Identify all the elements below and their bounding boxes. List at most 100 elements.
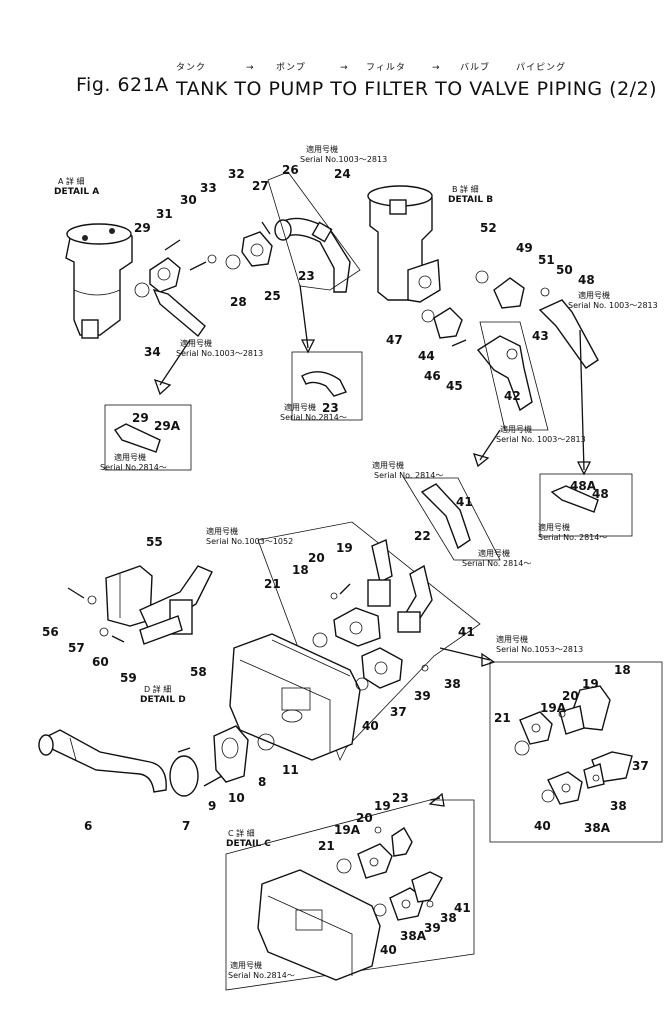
pipe-6 [38,729,167,793]
callout-20c: 20 [356,811,373,825]
oring-34 [134,282,150,298]
hose-23-c [391,827,413,857]
hose-22 [367,539,393,607]
callout-25: 25 [264,289,281,303]
callout-37b: 37 [632,759,649,773]
callout-41c: 41 [454,901,471,915]
serial-10-jp: 適用号機 [206,527,238,536]
oring-52 [475,270,489,284]
callout-40c: 40 [380,943,397,957]
callout-48: 48 [578,273,595,287]
box-a-23 [291,351,363,421]
callout-52: 52 [480,221,497,235]
serial-12: Serial No.2814～ [228,971,295,980]
filter-body-b [367,185,441,303]
flange-25 [241,221,273,267]
callout-49: 49 [516,241,533,255]
bolt-9-10 [203,775,223,787]
callout-11: 11 [282,763,299,777]
callout-23b: 23 [322,401,339,415]
serial-2-jp: 適用号機 [180,339,212,348]
callout-8: 8 [258,775,267,789]
title-kana-8: パイピング [516,63,567,73]
callout-21c: 21 [318,839,335,853]
leader-a [159,339,191,386]
callout-10: 10 [228,791,245,805]
callout-47: 47 [386,333,403,347]
title-kana-5: フィルタ [366,63,406,73]
box-right [489,661,663,843]
serial-4: Serial No.2814～ [100,463,167,472]
callout-29b: 29 [132,411,149,425]
callout-48A: 48A [570,479,596,493]
leader-a2 [299,284,309,349]
pipe-29 [152,288,206,338]
oring-21-c [336,858,352,874]
flange-49-51 [493,277,550,309]
figure-number: Fig. 621A [76,74,169,96]
flange-44-46 [433,307,467,347]
serial-7: Serial No. 2814～ [374,471,444,480]
title-kana-1: タンク [176,63,207,73]
bolt-38-c [426,900,434,908]
title-kana-7: バルブ [460,63,491,73]
callout-44: 44 [418,349,435,363]
bolt-59 [111,635,125,643]
bracket-a-left [267,171,361,291]
callout-37: 37 [390,705,407,719]
detail-a-jp: A 詳 細 [58,177,85,186]
elbow-37-right [583,751,633,789]
callout-46: 46 [424,369,441,383]
title-kana-3: ポンプ [276,63,306,73]
oring-40-c [373,903,387,917]
callout-9: 9 [208,799,217,813]
callout-7: 7 [182,819,191,833]
oring-40-right [541,789,555,803]
pipe-41 [420,483,471,550]
oring-28 [225,254,241,270]
pipe-29-small [113,423,161,453]
callout-42: 42 [504,389,521,403]
callout-28: 28 [230,295,247,309]
callout-23c: 23 [392,791,409,805]
callout-39a: 39 [414,689,431,703]
callout-57: 57 [68,641,85,655]
pipe-48-small [550,485,599,513]
hose-41-c [411,871,443,903]
callout-29A: 29A [154,419,180,433]
serial-5-jp: 適用号機 [578,291,610,300]
callout-19Ab: 19A [540,701,566,715]
flange-37 [361,647,429,689]
callout-33: 33 [200,181,217,195]
clamp-7 [169,747,199,797]
callout-26: 26 [282,163,299,177]
page-title: TANK TO PUMP TO FILTER TO VALVE PIPING (… [176,78,658,100]
serial-2: Serial No.1003～2813 [176,349,264,358]
pump-body-c [257,869,381,981]
serial-7-jp: 適用号機 [372,461,404,470]
flange-38A-right [547,771,583,805]
callout-20b: 20 [562,689,579,703]
callout-18b: 18 [614,663,631,677]
callout-18a: 18 [292,563,309,577]
oring-47 [421,309,435,323]
bolt-19-c [374,826,382,834]
callout-19b: 19 [582,677,599,691]
callout-58: 58 [190,665,207,679]
callout-38c: 38 [440,911,457,925]
callout-50: 50 [556,263,573,277]
pump-body-center [229,633,361,761]
flange-19A-c [357,843,393,879]
serial-5b: Serial No. 1003～2813 [496,435,586,444]
title-kana-2: → [246,63,255,73]
serial-3-jp: 適用号機 [284,403,316,412]
flange-18-21 [312,583,381,648]
oring-40 [355,677,369,691]
flange-8 [213,725,249,783]
elbow-23-24 [274,217,351,293]
callout-59: 59 [120,671,137,685]
flange-29 [149,257,181,293]
detail-b-jp: B 詳 細 [452,185,479,194]
bolt-38-right [592,774,600,782]
callout-20a: 20 [308,551,325,565]
